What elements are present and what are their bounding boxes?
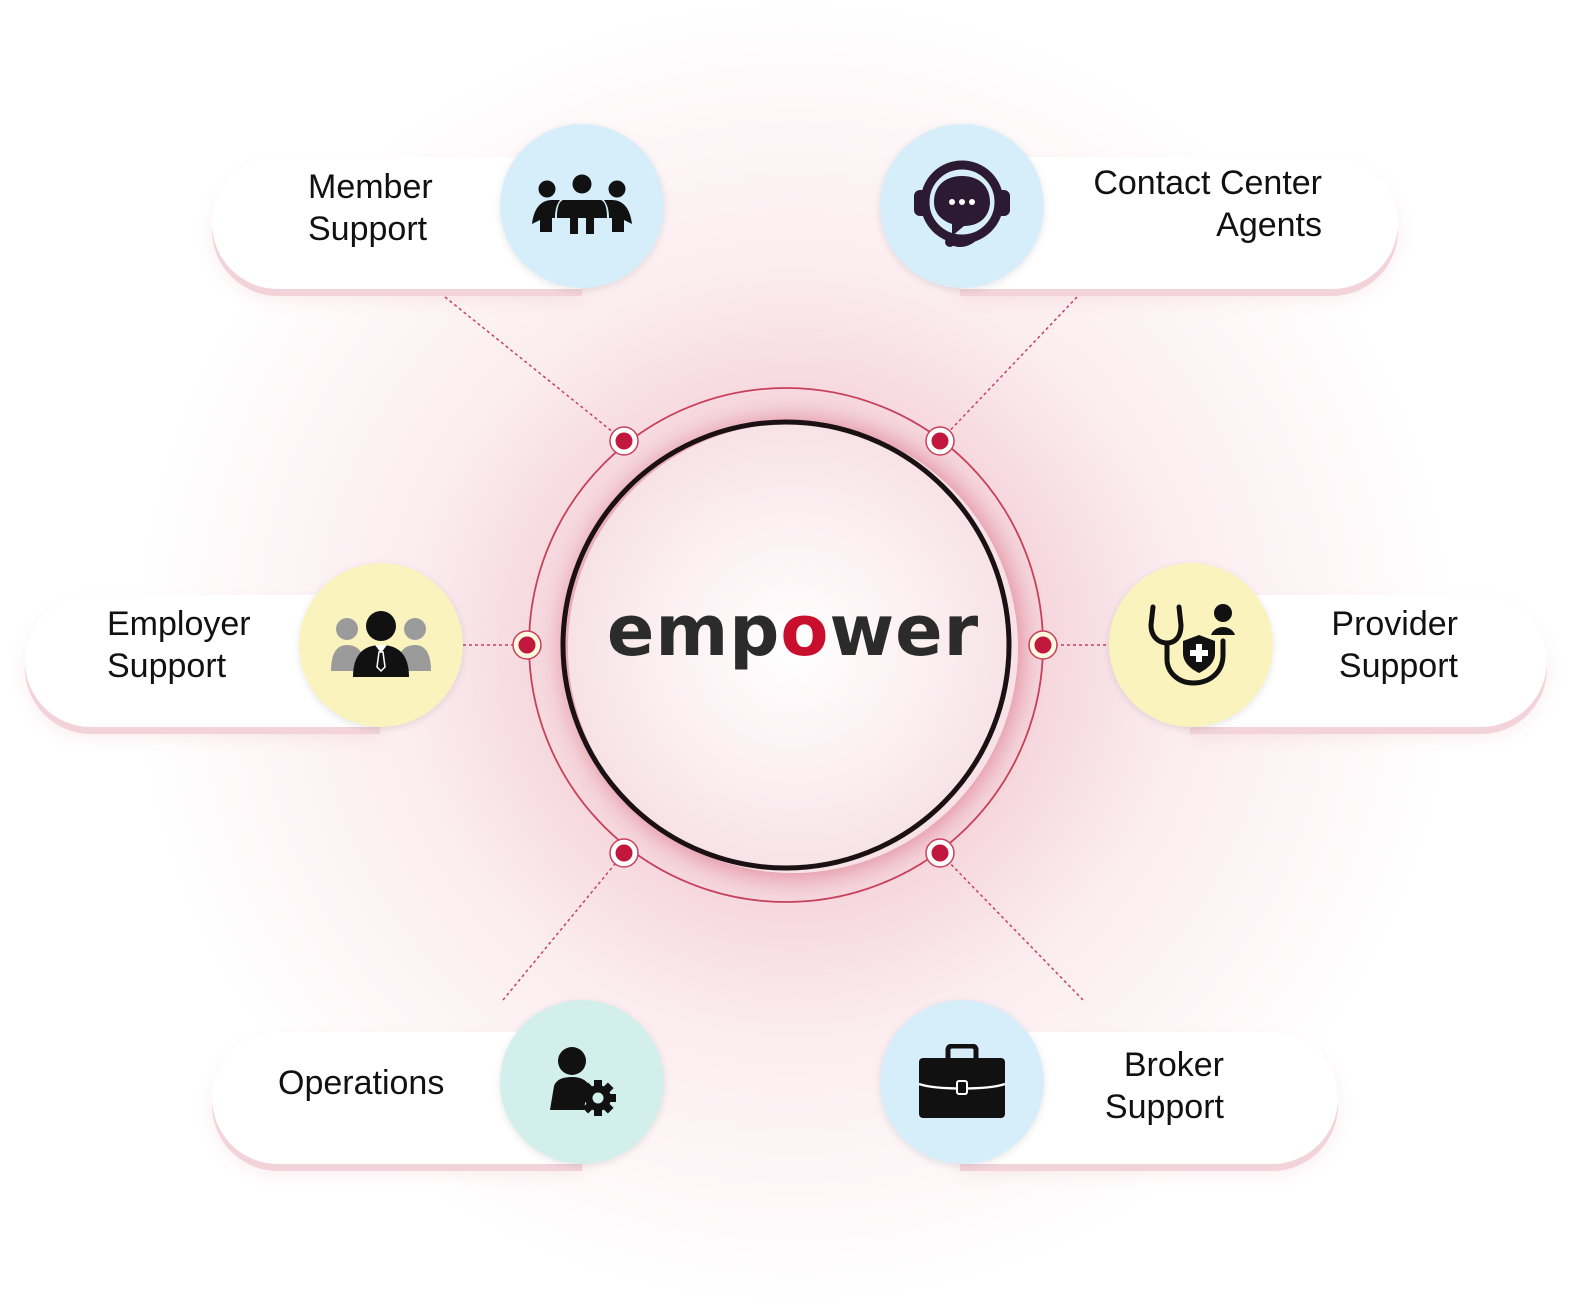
badge-broker-support (880, 1000, 1044, 1164)
badge-provider-support (1109, 563, 1273, 727)
label-operations: Operations (278, 1062, 444, 1104)
brand-pre: emp (606, 590, 781, 672)
headset-chat-icon (914, 160, 1010, 247)
label-member-support-line2: Support (308, 210, 428, 248)
label-broker-support-line2: Support (1104, 1088, 1224, 1126)
ring-dot-member (609, 426, 639, 456)
empower-logo: empower (568, 590, 1018, 672)
hub-border (560, 419, 1012, 871)
ring-dot-provider (1028, 630, 1058, 660)
badge-operations (500, 1000, 664, 1164)
connector-member (444, 296, 625, 442)
stethoscope-shield-icon (1148, 604, 1235, 686)
label-provider-support-line1: Provider (1331, 605, 1458, 643)
ring-dot-operations (609, 838, 639, 868)
briefcase-icon (918, 1044, 1006, 1118)
badge-employer-support (299, 563, 463, 727)
label-contact-center-line2: Agents (1216, 206, 1322, 244)
group-icon (532, 174, 632, 234)
brand-post: wer (829, 590, 980, 672)
ring-dot-contact-center (925, 426, 955, 456)
label-provider-support-line2: Support (1338, 647, 1458, 685)
label-broker-support: Broker Support (1105, 1044, 1224, 1128)
label-employer-support: Employer Support (107, 603, 251, 687)
badge-contact-center-agents (880, 124, 1044, 288)
badge-member-support (500, 124, 664, 288)
ring-dots (512, 426, 1058, 868)
label-employer-support-line2: Support (107, 647, 227, 685)
label-member-support: Member Support (308, 166, 433, 250)
label-employer-support-line1: Employer (107, 605, 251, 643)
business-team-icon (331, 611, 431, 677)
label-operations-line1: Operations (278, 1064, 445, 1102)
label-member-support-line1: Member (308, 168, 433, 206)
hub-disc (568, 423, 1018, 873)
brand-accent: o (780, 590, 830, 672)
connector-broker (939, 852, 1084, 1001)
label-contact-center-line1: Contact Center (1093, 164, 1322, 202)
ring-dot-employer (512, 630, 542, 660)
user-gear-icon (550, 1047, 616, 1116)
connector-operations (502, 852, 625, 1001)
label-contact-center-agents: Contact Center Agents (1093, 162, 1322, 246)
label-provider-support: Provider Support (1331, 603, 1458, 687)
label-broker-support-line1: Broker (1123, 1046, 1224, 1084)
ring-dot-broker (925, 838, 955, 868)
